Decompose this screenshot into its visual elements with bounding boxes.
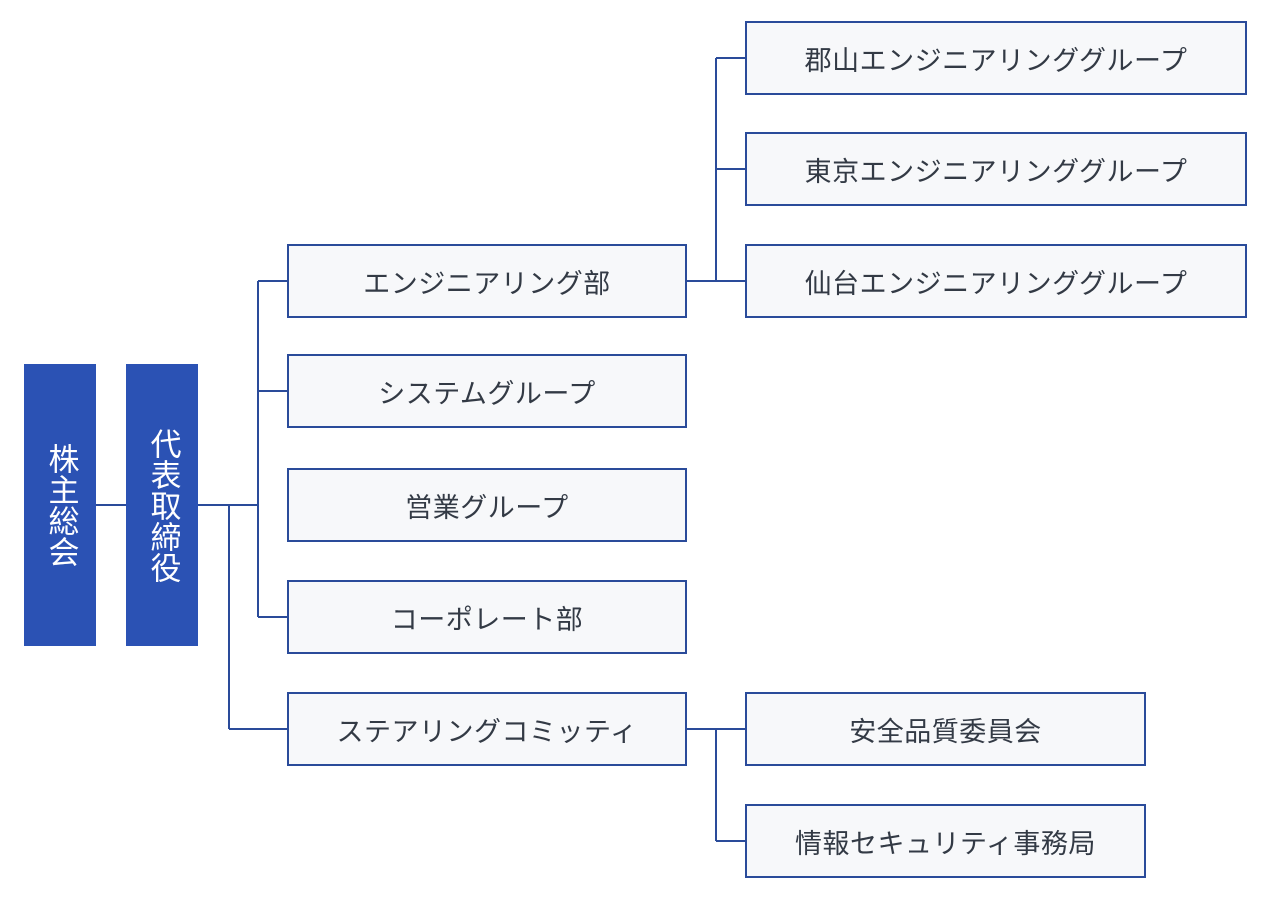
representative-director-label: 代表取締役 [144,427,181,583]
engineering-department-box: エンジニアリング部 [287,244,687,318]
koriyama-engineering-group-label: 郡山エンジニアリンググループ [804,45,1188,77]
representative-director-box: 代表取締役 [126,364,198,646]
shareholders-meeting-box: 株主総会 [24,364,96,646]
steering-committee-box: ステアリングコミッティ [287,692,687,766]
shareholders-meeting-label: 株主総会 [42,443,79,567]
corporate-department-box: コーポレート部 [287,580,687,654]
koriyama-engineering-group-box: 郡山エンジニアリンググループ [745,21,1247,95]
sales-group-box: 営業グループ [287,468,687,542]
steering-committee-label: ステアリングコミッティ [336,716,638,748]
sendai-engineering-group-label: 仙台エンジニアリンググループ [804,268,1188,300]
infosec-office-label: 情報セキュリティ事務局 [795,828,1096,860]
safety-quality-committee-label: 安全品質委員会 [849,716,1042,748]
corporate-department-label: コーポレート部 [390,604,584,636]
infosec-office-box: 情報セキュリティ事務局 [745,804,1146,878]
safety-quality-committee-box: 安全品質委員会 [745,692,1146,766]
engineering-department-label: エンジニアリング部 [363,268,611,300]
sendai-engineering-group-box: 仙台エンジニアリンググループ [745,244,1247,318]
tokyo-engineering-group-box: 東京エンジニアリンググループ [745,132,1247,206]
system-group-label: システムグループ [378,378,596,410]
tokyo-engineering-group-label: 東京エンジニアリンググループ [804,156,1188,188]
system-group-box: システムグループ [287,354,687,428]
sales-group-label: 営業グループ [405,492,569,524]
